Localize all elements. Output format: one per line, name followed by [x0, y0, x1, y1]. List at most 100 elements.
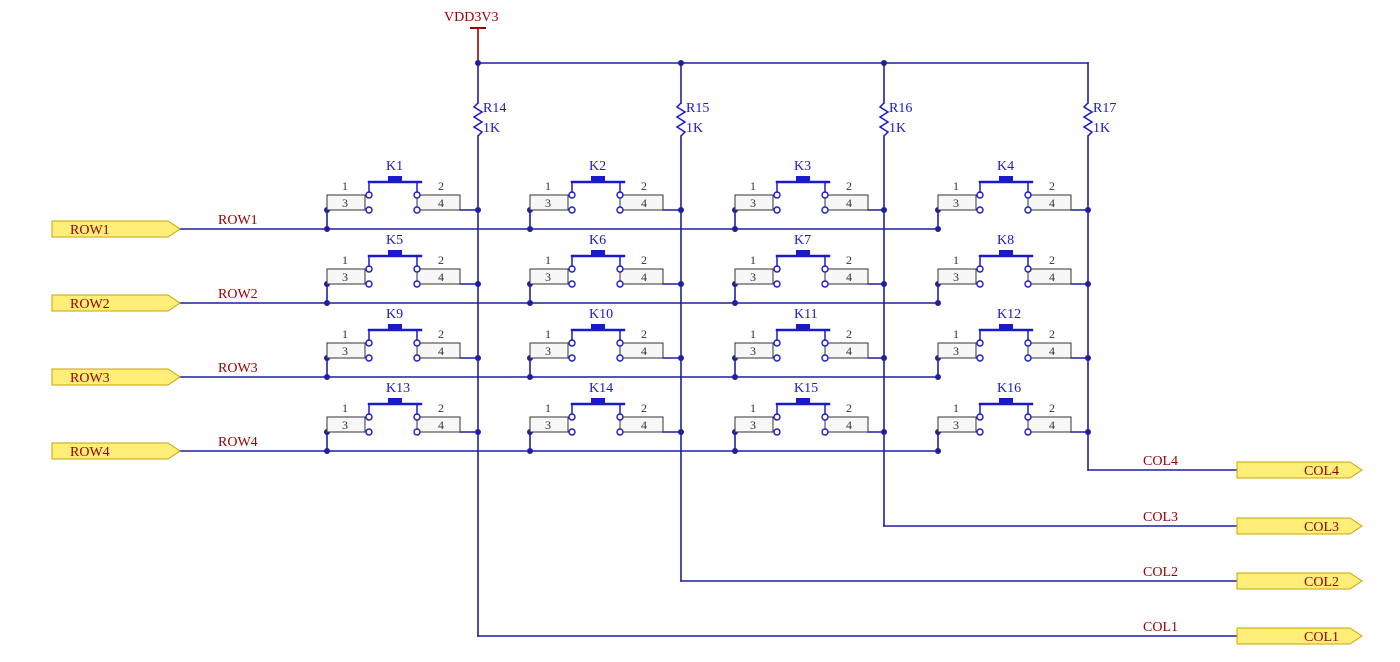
pin-number: 4 — [846, 270, 852, 284]
pin-circle — [568, 428, 576, 436]
pin-circle — [821, 265, 829, 273]
switch-ref: K11 — [794, 307, 818, 322]
junction-dot — [1085, 429, 1091, 435]
junction-dot — [935, 300, 941, 306]
pin-circle — [365, 413, 373, 421]
switch-pin-box — [937, 342, 977, 359]
pin-circle — [773, 413, 781, 421]
pin-circle — [976, 280, 984, 288]
junction-dot — [678, 429, 684, 435]
pin-circle — [568, 206, 576, 214]
pin-circle — [616, 413, 624, 421]
actuator-knob — [796, 324, 810, 330]
col-port-label: COL1 — [1304, 630, 1339, 645]
pin-number: 1 — [953, 253, 959, 267]
pin-number: 4 — [1049, 418, 1055, 432]
row-net-label: ROW4 — [218, 435, 258, 450]
pin-circle — [568, 354, 576, 362]
switch-ref: K12 — [997, 307, 1021, 322]
col-net-label: COL2 — [1143, 565, 1178, 580]
pin-number: 4 — [438, 418, 444, 432]
pin-number: 4 — [1049, 196, 1055, 210]
pin-circle — [568, 413, 576, 421]
switch-ref: K13 — [386, 381, 410, 396]
switch-ref: K4 — [997, 159, 1014, 174]
pin-number: 2 — [438, 253, 444, 267]
pin-circle — [365, 191, 373, 199]
pin-number: 4 — [641, 270, 647, 284]
resistor-value: 1K — [686, 121, 703, 136]
pin-circle — [1024, 339, 1032, 347]
wires — [179, 27, 1238, 637]
pin-circle — [1024, 265, 1032, 273]
switch-pin-box — [734, 268, 774, 285]
switch-pin-box — [937, 194, 977, 211]
pin-circle — [1024, 206, 1032, 214]
pin-number: 1 — [750, 327, 756, 341]
pin-number: 4 — [641, 196, 647, 210]
switch-pin-box — [619, 194, 664, 211]
switch-ref: K3 — [794, 159, 811, 174]
pin-circle — [1024, 354, 1032, 362]
junction-dot — [1085, 281, 1091, 287]
pin-number: 2 — [846, 179, 852, 193]
switch-ref: K1 — [386, 159, 403, 174]
junction-dot — [881, 207, 887, 213]
power-label: VDD3V3 — [444, 10, 498, 25]
pin-number: 4 — [438, 344, 444, 358]
switch-k6 — [529, 250, 664, 288]
switch-pin-box — [734, 342, 774, 359]
pin-number: 1 — [953, 401, 959, 415]
pin-number: 1 — [342, 327, 348, 341]
actuator-knob — [796, 176, 810, 182]
pin-number: 3 — [953, 344, 959, 358]
pin-circle — [1024, 413, 1032, 421]
pin-number: 2 — [641, 253, 647, 267]
pin-circle — [413, 206, 421, 214]
pin-circle — [821, 428, 829, 436]
switch-pin-box — [326, 342, 366, 359]
junction-dot — [881, 355, 887, 361]
resistor-value: 1K — [1093, 121, 1110, 136]
resistor-ref: R15 — [686, 101, 709, 116]
pin-number: 1 — [750, 253, 756, 267]
switch-pin-box — [824, 342, 869, 359]
pin-circle — [821, 280, 829, 288]
pin-number: 2 — [641, 401, 647, 415]
row-net-label: ROW3 — [218, 361, 258, 376]
pin-circle — [821, 206, 829, 214]
junction-dot — [678, 355, 684, 361]
pin-number: 3 — [953, 196, 959, 210]
pin-circle — [568, 280, 576, 288]
switch-ref: K7 — [794, 233, 811, 248]
switch-pin-box — [529, 416, 569, 433]
switch-pin-box — [1027, 416, 1072, 433]
junction-dot — [881, 281, 887, 287]
pin-number: 1 — [953, 327, 959, 341]
switch-k1 — [326, 176, 461, 214]
pin-number: 1 — [545, 327, 551, 341]
switch-pin-box — [529, 194, 569, 211]
junction-dot — [475, 355, 481, 361]
junction-dot — [1085, 207, 1091, 213]
switch-ref: K9 — [386, 307, 403, 322]
pin-number: 3 — [750, 344, 756, 358]
pin-circle — [616, 354, 624, 362]
labels: VDD3V3R141KR151KR161KR171KROW1ROW2ROW3RO… — [218, 10, 1178, 635]
switch-pin-box — [1027, 268, 1072, 285]
resistor-r16 — [878, 102, 890, 137]
pin-circle — [821, 339, 829, 347]
switch-ref: K6 — [589, 233, 606, 248]
row-net-label: ROW2 — [218, 287, 258, 302]
junction-dot — [527, 226, 533, 232]
switch-k4 — [937, 176, 1072, 214]
pin-circle — [616, 206, 624, 214]
switch-ref: K5 — [386, 233, 403, 248]
pin-circle — [773, 428, 781, 436]
row-port-2 — [51, 294, 181, 312]
pin-number: 2 — [438, 327, 444, 341]
pin-circle — [365, 428, 373, 436]
pin-circle — [413, 280, 421, 288]
actuator-knob — [796, 398, 810, 404]
pin-number: 3 — [342, 196, 348, 210]
